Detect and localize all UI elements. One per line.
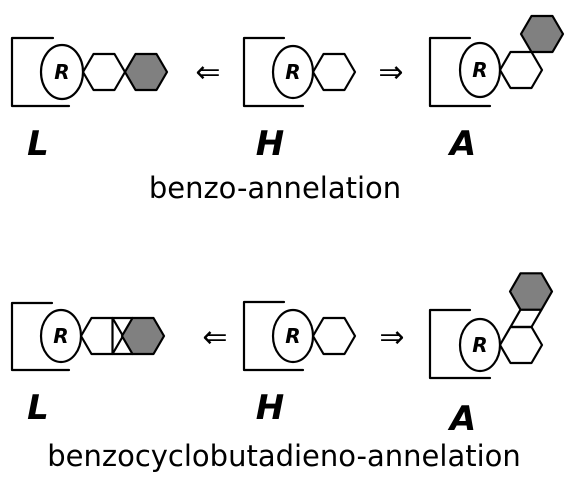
caption-benzo-annelation: benzo-annelation	[149, 171, 401, 205]
ring-label: R	[53, 324, 68, 348]
right-arrow: ⇒	[378, 55, 403, 90]
molecule-label: H	[256, 388, 284, 428]
ring-label: R	[285, 324, 300, 348]
hexagon-ring	[498, 325, 544, 365]
hexagon-ring	[498, 50, 544, 90]
molecule-H-benzocyclobutadieno: R H	[242, 300, 357, 428]
frame-bracket	[10, 301, 71, 372]
left-arrow: ⇐	[202, 320, 227, 355]
molecule-L-benzo: R L	[10, 36, 169, 164]
ring-label: R	[285, 60, 300, 84]
ring-label: R	[472, 333, 487, 357]
frame-bracket	[242, 36, 305, 108]
hexagon-ring	[79, 316, 125, 356]
row-benzo-annelation: R L ⇐ R H ⇒ R A benzo-annelation	[10, 14, 565, 205]
hexagon-ring	[311, 52, 357, 92]
hexagon-shaded-ring	[508, 272, 554, 311]
four-membered-ring	[509, 308, 543, 329]
molecule-A-benzo: R A	[428, 14, 565, 164]
molecule-label: H	[256, 124, 284, 164]
frame-bracket	[10, 36, 71, 108]
frame-bracket	[242, 300, 305, 372]
molecule-label: A	[447, 399, 476, 439]
right-arrow: ⇒	[379, 320, 404, 355]
molecule-L-benzocyclobutadieno: R L	[10, 301, 166, 428]
molecule-H-benzo: R H	[242, 36, 357, 164]
molecule-label: A	[447, 124, 476, 164]
hexagon-ring	[81, 52, 127, 92]
row-benzocyclobutadieno-annelation: R L ⇐ R H ⇒ R A benzocyclobutadieno-anne…	[10, 272, 554, 473]
ring-label: R	[472, 58, 487, 82]
frame-bracket	[428, 308, 492, 380]
left-arrow: ⇐	[195, 55, 220, 90]
molecule-label: L	[27, 124, 49, 164]
hexagon-shaded-ring	[519, 14, 565, 54]
caption-benzocyclobutadieno-annelation: benzocyclobutadieno-annelation	[47, 439, 521, 473]
hexagon-shaded-ring	[120, 316, 166, 356]
hexagon-shaded-ring	[123, 52, 169, 92]
ring-label: R	[54, 60, 69, 84]
hexagon-ring	[311, 316, 357, 356]
molecule-label: L	[27, 388, 49, 428]
molecule-A-benzocyclobutadieno: R A	[428, 272, 554, 439]
frame-bracket	[428, 36, 492, 108]
